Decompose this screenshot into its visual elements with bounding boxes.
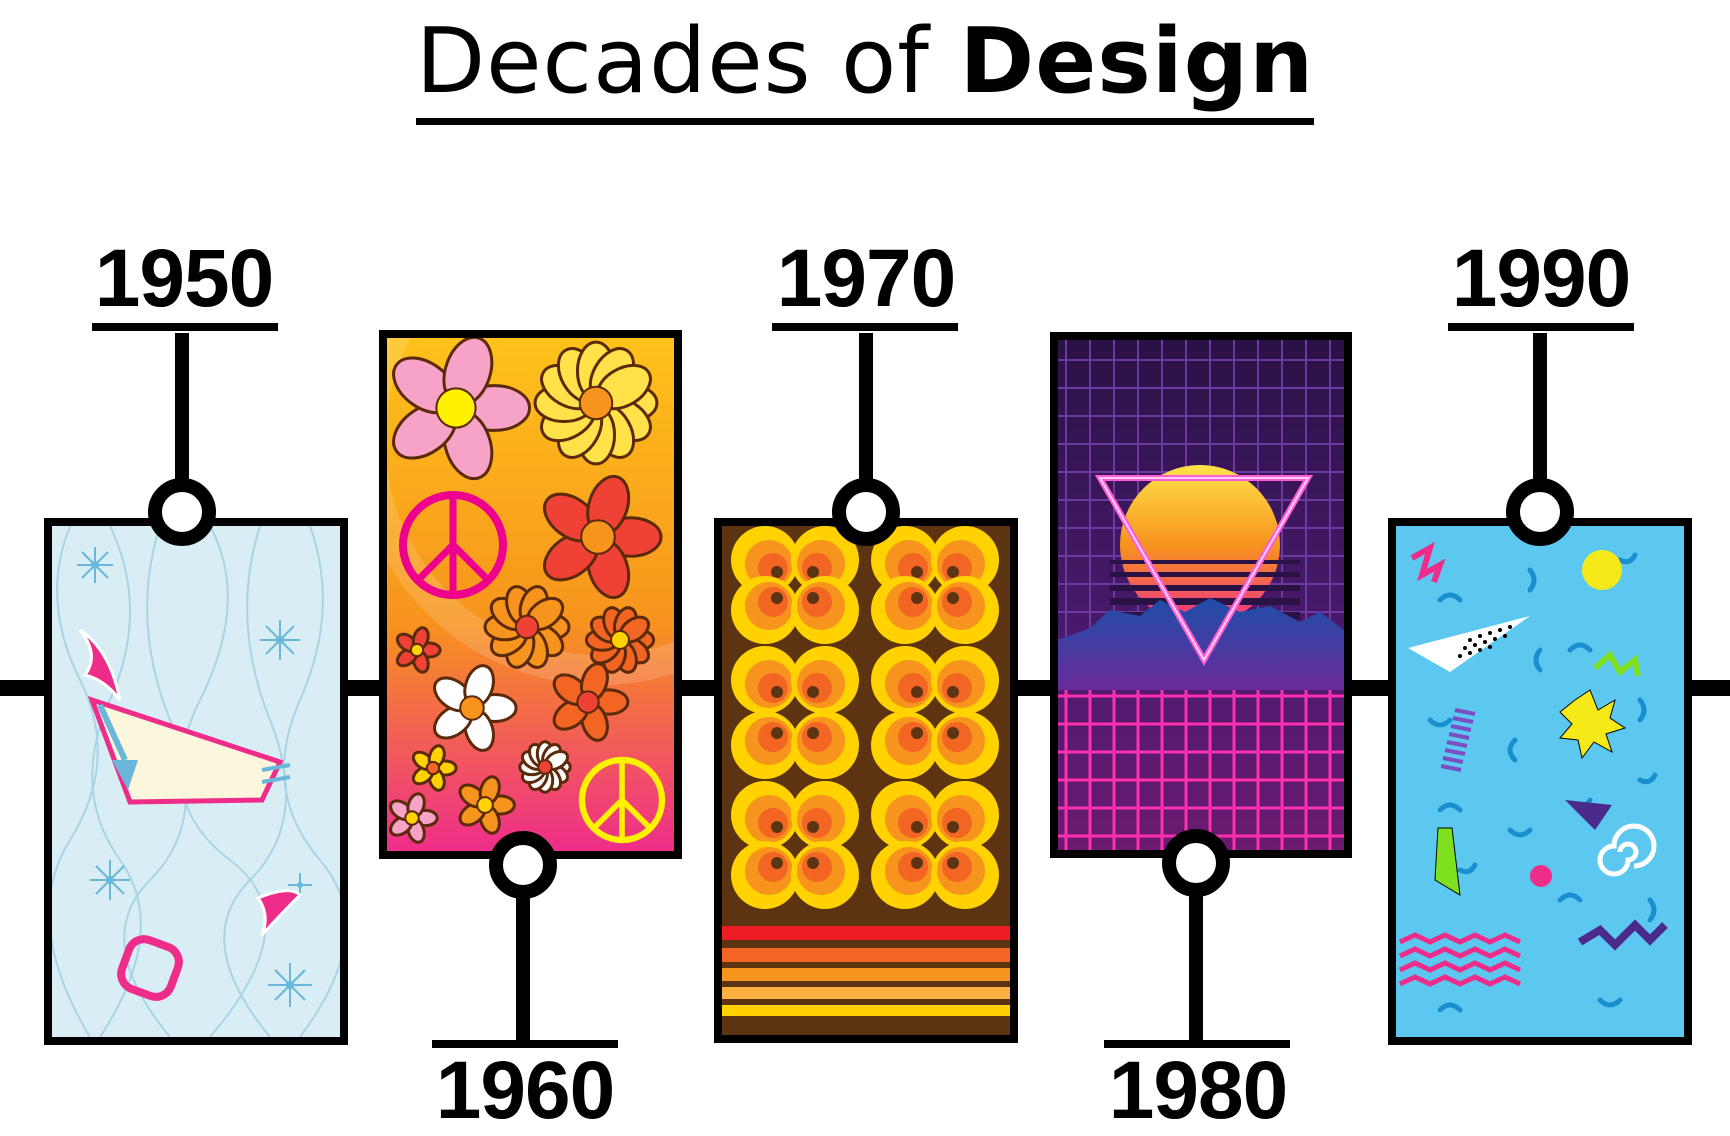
flower-icon [389,792,439,844]
retro-circle [871,646,939,714]
retro-circle [931,576,999,644]
triangle-icon [1565,800,1612,830]
daisy-icon [533,340,659,466]
panel-1990 [1388,518,1692,1045]
flower-icon [433,664,518,752]
flower-icon [392,338,531,481]
retro-circle [791,526,859,594]
panel-1970 [714,518,1018,1043]
daisy-icon [518,740,572,794]
retro-circle [931,781,999,849]
flower-icon [395,626,442,674]
atomic-pattern [52,526,340,1037]
retro-circle [871,526,939,594]
retro-circle [931,526,999,594]
retro-circle [731,646,799,714]
retro-circle [791,646,859,714]
retro-circle [791,576,859,644]
panel-1950 [44,518,348,1045]
flower-icon [552,662,630,742]
spiral-icon [1597,823,1657,877]
retro-circle [731,526,799,594]
retro-circle [871,576,939,644]
connector-1990 [1448,323,1634,546]
title: Decades of Design [0,0,1730,130]
year-label-1970: 1970 [776,233,956,324]
title-bold: Design [959,9,1315,114]
retro-shape-icon [117,935,183,1001]
year-label-1950: 1950 [94,233,274,324]
retro-circle [791,781,859,849]
flower-icon [411,744,458,792]
title-text: Decades of Design [415,9,1315,125]
retro-circle [871,711,939,779]
zigzag-pattern [1398,932,1522,987]
connector-1980 [1104,829,1290,1048]
year-label-1960: 1960 [435,1045,615,1136]
stripes-icon [1440,708,1476,772]
retro-circle [791,711,859,779]
year-label-1990: 1990 [1451,233,1631,324]
flower-icon [543,474,663,600]
connector-1960 [432,831,618,1048]
retro-circle [791,841,859,909]
synthwave-scene [1058,340,1344,850]
squiggle-icon [1410,541,1446,583]
retro-circle [731,711,799,779]
retro-circle [931,711,999,779]
retro-circle [871,781,939,849]
daisy-icon [584,606,656,674]
title-regular: Decades of [415,9,960,114]
retro-circle [731,576,799,644]
retro-circle [931,841,999,909]
boomerang-icon [78,628,122,701]
circle-pattern [731,526,999,909]
peace-icon [578,756,666,844]
daisy-icon [483,585,571,669]
connector-1950 [92,323,278,546]
retro-stripes [722,926,1010,1016]
retro-circle [871,841,939,909]
panel-1960 [379,330,682,859]
connector-1970 [772,323,958,546]
panel-1980 [1050,332,1352,858]
retro-circle [731,841,799,909]
yellow-dot [1582,550,1622,590]
retro-circle [731,781,799,849]
flower-icon [458,775,516,835]
memphis-pattern [1398,541,1668,1013]
flower-pattern [387,338,674,844]
burst-icon [1559,689,1627,760]
year-label-1980: 1980 [1108,1045,1288,1136]
peace-icon [399,491,507,599]
mountains [1058,598,1344,690]
starburst-icon [77,547,312,1007]
retro-circle [931,646,999,714]
atomic-sign [87,695,291,805]
